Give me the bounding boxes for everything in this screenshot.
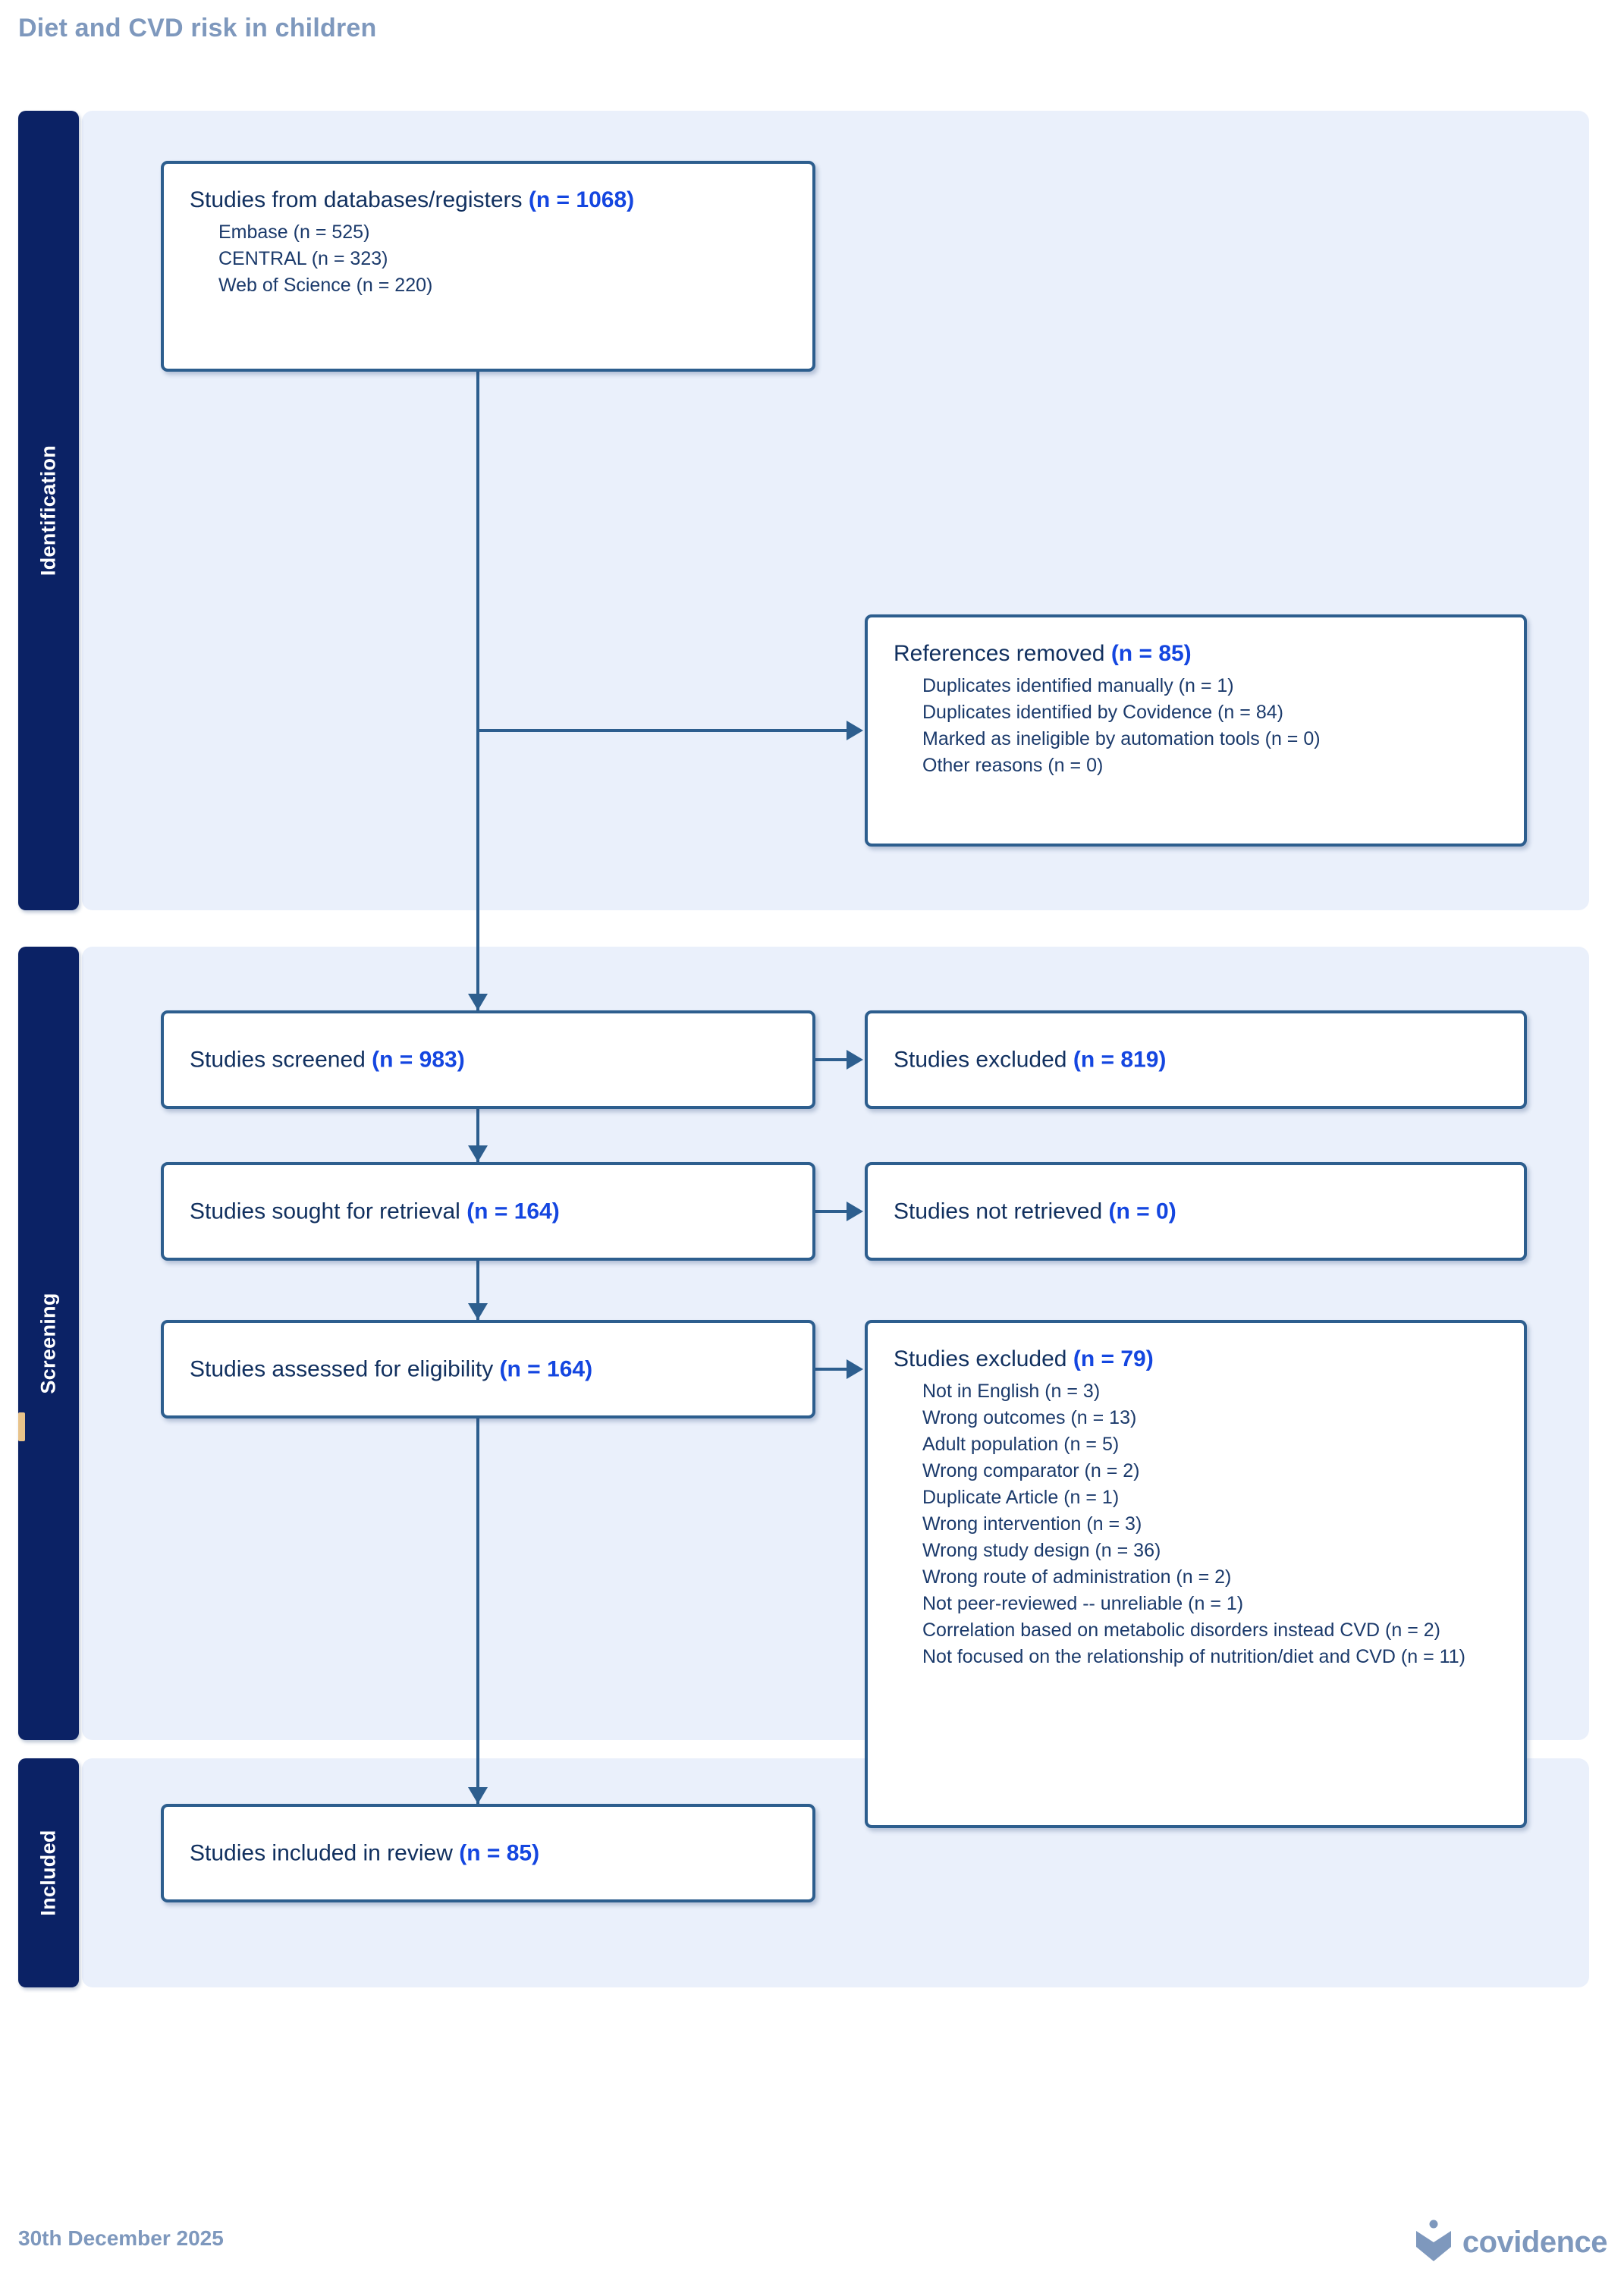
box-studies-screened[interactable]: Studies screened (n = 983) [161,1010,815,1109]
box-screened-heading-text: Studies screened [190,1047,372,1073]
connector-to-excluded-eligible [815,1368,848,1371]
list-item: Wrong study design (n = 36) [922,1540,1161,1561]
box-eligibility-heading-text: Studies assessed for eligibility [190,1356,500,1382]
box-eligibility-count: (n = 164) [499,1356,593,1382]
arrowhead-to-excluded-screened [847,1050,863,1070]
list-item: Not in English (n = 3) [922,1381,1101,1402]
box-screened-heading: Studies screened (n = 983) [190,1045,802,1075]
box-not-retrieved-count: (n = 0) [1108,1199,1176,1224]
box-excluded-eligible-reasons: Not in English (n = 3) Wrong outcomes (n… [894,1378,1513,1670]
list-item: Other reasons (n = 0) [922,755,1104,776]
list-item: Wrong intervention (n = 3) [922,1513,1142,1535]
box-studies-sought-for-retrieval[interactable]: Studies sought for retrieval (n = 164) [161,1162,815,1261]
arrowhead-to-eligibility [468,1303,488,1320]
covidence-shield-icon [1414,2220,1453,2266]
list-item: Wrong route of administration (n = 2) [922,1566,1232,1588]
box-excluded-screened-heading: Studies excluded (n = 819) [894,1045,1513,1075]
box-studies-included-in-review[interactable]: Studies included in review (n = 85) [161,1804,815,1902]
box-included-count: (n = 85) [459,1840,540,1866]
box-not-retrieved-heading-text: Studies not retrieved [894,1199,1109,1224]
covidence-wordmark: covidence [1462,2226,1608,2259]
box-excluded-eligible-heading: Studies excluded (n = 79) [894,1344,1513,1374]
list-item: Duplicate Article (n = 1) [922,1487,1120,1508]
list-item: Not peer-reviewed -- unreliable (n = 1) [922,1593,1244,1614]
box-references-removed-heading-text: References removed [894,641,1111,666]
box-references-removed-reasons: Duplicates identified manually (n = 1) D… [894,673,1513,779]
box-references-removed-heading: References removed (n = 85) [894,639,1513,668]
arrowhead-to-not-retrieved [847,1202,863,1221]
box-not-retrieved-heading: Studies not retrieved (n = 0) [894,1197,1513,1227]
arrowhead-to-screened [468,994,488,1010]
stage-sidebar-screening: Screening [18,947,79,1740]
arrowhead-to-excluded-eligible [847,1359,863,1379]
box-included-heading-text: Studies included in review [190,1840,460,1866]
connector-to-not-retrieved [815,1210,848,1213]
box-screened-count: (n = 983) [372,1047,465,1073]
connector-trunk-eligibility-to-included [476,1418,479,1804]
box-included-heading: Studies included in review (n = 85) [190,1839,802,1868]
arrowhead-to-references-removed [847,721,863,740]
list-item: Web of Science (n = 220) [218,275,433,296]
page-title: Diet and CVD risk in children [18,14,377,42]
connector-trunk-identification [476,372,479,1018]
box-references-removed-count: (n = 85) [1110,641,1192,666]
list-item: Embase (n = 525) [218,221,370,243]
box-studies-excluded-eligibility[interactable]: Studies excluded (n = 79) Not in English… [865,1320,1527,1828]
box-databases-count: (n = 1068) [528,187,635,212]
stage-label-identification: Identification [36,445,60,576]
list-item: Correlation based on metabolic disorders… [922,1620,1440,1641]
box-excluded-screened-count: (n = 819) [1073,1047,1167,1073]
list-item: Duplicates identified manually (n = 1) [922,675,1234,696]
box-studies-not-retrieved[interactable]: Studies not retrieved (n = 0) [865,1162,1527,1261]
box-databases-sources: Embase (n = 525) CENTRAL (n = 323) Web o… [190,219,802,299]
box-sought-heading-text: Studies sought for retrieval [190,1199,467,1224]
box-studies-from-databases[interactable]: Studies from databases/registers (n = 10… [161,161,815,372]
footer-date: 30th December 2025 [18,2226,224,2250]
box-references-removed[interactable]: References removed (n = 85) Duplicates i… [865,614,1527,847]
list-item: CENTRAL (n = 323) [218,248,388,269]
covidence-logo: covidence [1414,2220,1608,2266]
list-item: Wrong comparator (n = 2) [922,1460,1140,1481]
list-item: Not focused on the relationship of nutri… [922,1646,1465,1667]
box-sought-heading: Studies sought for retrieval (n = 164) [190,1197,802,1227]
stage-label-included: Included [36,1830,60,1916]
stage-label-screening: Screening [36,1293,60,1394]
connector-trunk-screened-to-sought [476,1109,479,1162]
box-excluded-eligible-heading-text: Studies excluded [894,1346,1073,1371]
box-sought-count: (n = 164) [466,1199,560,1224]
connector-to-excluded-screened [815,1058,848,1061]
connector-to-references-removed [476,729,848,732]
box-excluded-eligible-count: (n = 79) [1073,1346,1154,1371]
stage-sidebar-included: Included [18,1758,79,1987]
box-studies-assessed-for-eligibility[interactable]: Studies assessed for eligibility (n = 16… [161,1320,815,1418]
list-item: Duplicates identified by Covidence (n = … [922,702,1283,723]
box-databases-heading: Studies from databases/registers (n = 10… [190,185,802,215]
connector-trunk-sought-to-eligibility [476,1261,479,1320]
list-item: Wrong outcomes (n = 13) [922,1407,1137,1428]
list-item: Adult population (n = 5) [922,1434,1120,1455]
arrowhead-to-included [468,1787,488,1804]
box-excluded-screened-heading-text: Studies excluded [894,1047,1073,1073]
screening-stage-marker [18,1412,25,1441]
stage-sidebar-identification: Identification [18,111,79,910]
arrowhead-to-sought [468,1145,488,1162]
box-studies-excluded-screening[interactable]: Studies excluded (n = 819) [865,1010,1527,1109]
box-databases-heading-text: Studies from databases/registers [190,187,529,212]
box-eligibility-heading: Studies assessed for eligibility (n = 16… [190,1355,802,1384]
list-item: Marked as ineligible by automation tools… [922,728,1321,749]
